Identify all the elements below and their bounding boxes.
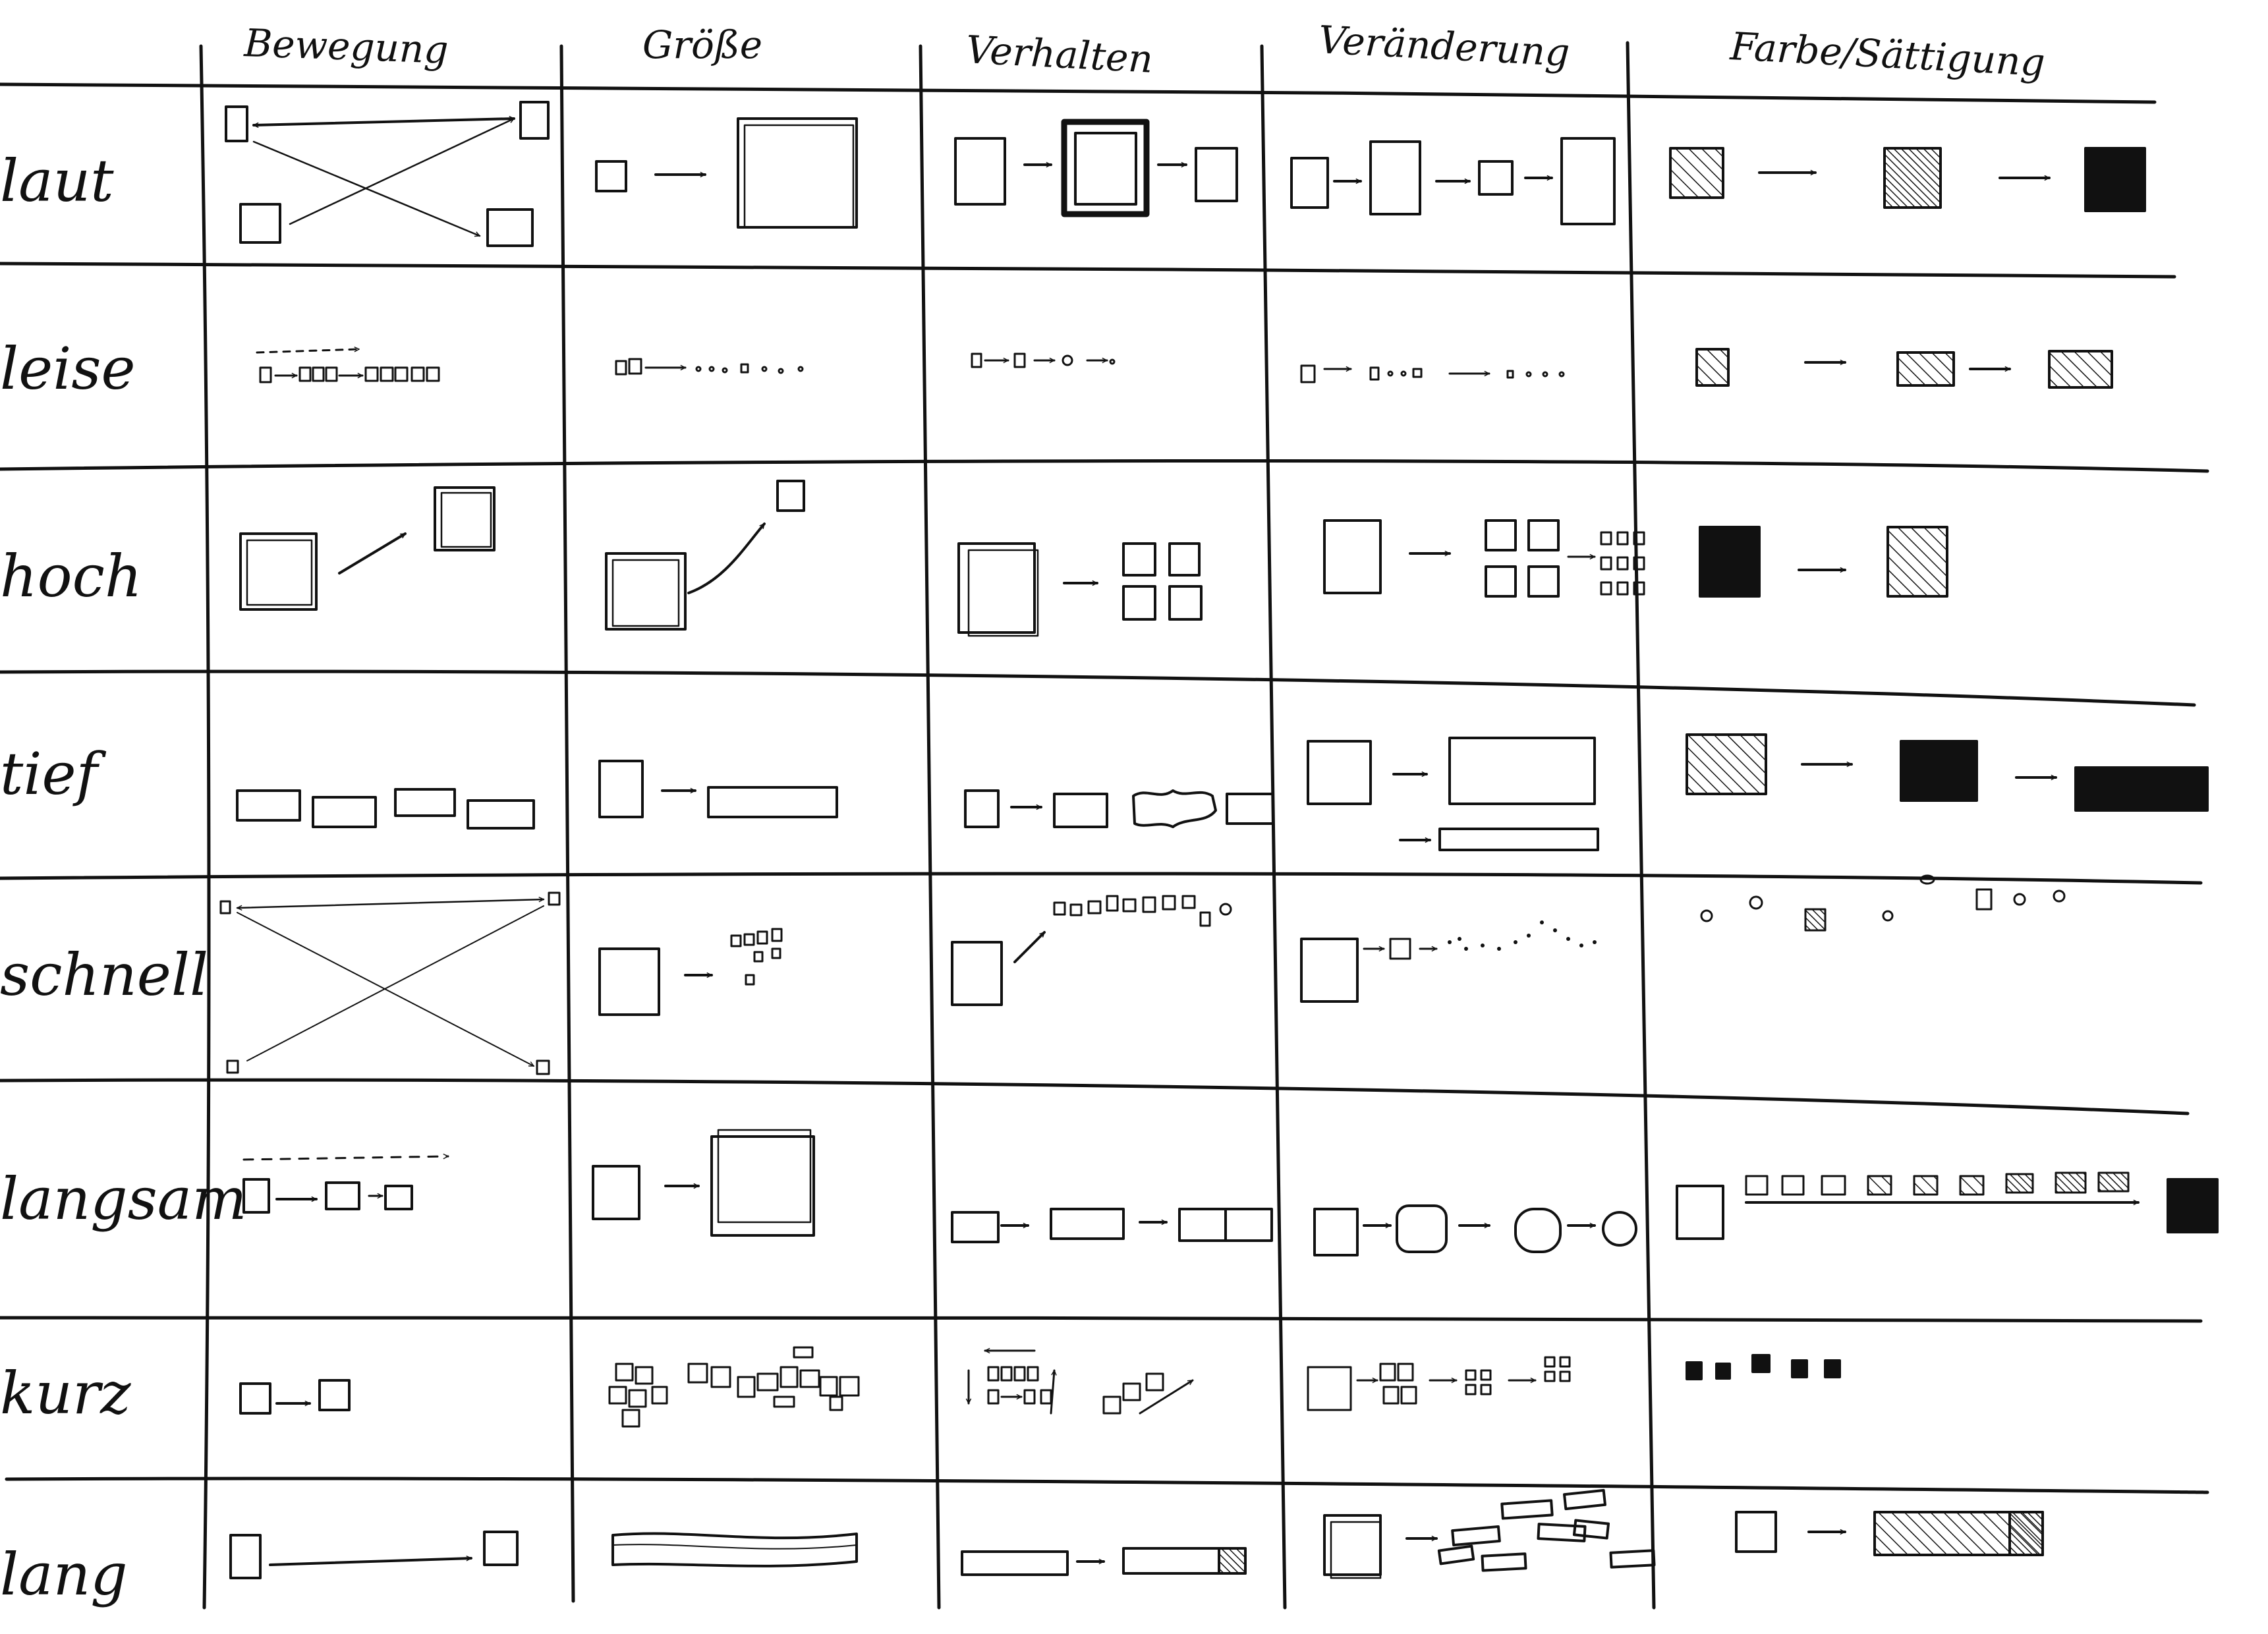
cell-hoch-verhalten: [957, 542, 1203, 637]
cell-leise-bewegung: [256, 349, 440, 383]
cell-langsam-farbe: [1676, 1171, 2219, 1240]
column-header-bewegung: Bewegung: [243, 20, 449, 72]
column-header-farbe-saettigung: Farbe/Sättigung: [1728, 24, 2046, 85]
cell-hoch-bewegung: [239, 486, 496, 611]
cell-laut-verhalten: [954, 119, 1238, 217]
cell-tief-bewegung: [236, 788, 535, 830]
cell-leise-groesse: [615, 358, 804, 376]
cell-hoch-groesse: [605, 480, 805, 631]
grid-line-v5: [1626, 41, 1656, 1610]
cell-tief-verhalten: [964, 789, 1274, 828]
cell-laut-veraenderung: [1290, 137, 1616, 225]
cell-lang-farbe: [1735, 1511, 2044, 1556]
cell-leise-verhalten: [971, 352, 1116, 368]
grid-line-h5: [0, 872, 2203, 885]
cell-kurz-bewegung: [239, 1379, 351, 1415]
cell-kurz-groesse: [608, 1346, 860, 1428]
cell-schnell-verhalten: [951, 895, 1232, 1006]
cell-laut-bewegung: [225, 101, 550, 247]
cell-langsam-verhalten: [951, 1208, 1273, 1243]
grid-line-h2: [0, 262, 2176, 279]
cell-schnell-groesse: [598, 928, 783, 1016]
grid-line-v3: [919, 44, 941, 1610]
cell-kurz-farbe: [1686, 1354, 1841, 1380]
cell-laut-farbe: [1669, 147, 2146, 212]
column-header-veraenderung: Veränderung: [1317, 17, 1571, 75]
cell-leise-veraenderung: [1300, 364, 1565, 383]
grid-line-h8: [5, 1477, 2209, 1494]
cell-hoch-farbe: [1699, 526, 1948, 598]
grid-line-h1: [0, 82, 2157, 104]
row-header-kurz: kurz: [0, 1359, 131, 1427]
table-grid: [0, 41, 2209, 1610]
grid-line-h6: [0, 1078, 2190, 1115]
grid-line-v1: [199, 44, 211, 1610]
row-header-langsam: langsam: [0, 1165, 247, 1233]
cell-tief-veraenderung: [1307, 737, 1599, 851]
cell-schnell-farbe: [1700, 874, 2066, 932]
cell-laut-groesse: [595, 117, 858, 229]
cell-langsam-groesse: [592, 1129, 815, 1237]
row-header-leise: leise: [0, 335, 136, 403]
cell-lang-groesse: [611, 1532, 858, 1567]
grid-line-v2: [559, 44, 575, 1603]
column-header-verhalten: Verhalten: [965, 27, 1154, 82]
grid-line-h3: [0, 459, 2209, 473]
grid-line-h7: [0, 1315, 2203, 1323]
row-headers: laut leise hoch tief schnell langsam kur…: [0, 147, 247, 1608]
cell-langsam-bewegung: [242, 1156, 449, 1214]
cell-leise-farbe: [1695, 348, 2113, 389]
cell-kurz-verhalten: [969, 1351, 1194, 1415]
cell-schnell-bewegung: [219, 891, 561, 1075]
column-header-groesse: Größe: [642, 22, 762, 67]
cell-tief-groesse: [598, 760, 838, 818]
cell-hoch-veraenderung: [1323, 519, 1645, 598]
row-header-schnell: schnell: [0, 941, 208, 1009]
cell-lang-bewegung: [229, 1531, 519, 1579]
row-header-tief: tief: [0, 740, 107, 808]
cell-schnell-veraenderung: [1300, 920, 1597, 1003]
cell-lang-veraenderung: [1323, 1488, 1656, 1579]
column-headers: Bewegung Größe Verhalten Veränderung Far…: [243, 17, 2047, 85]
cell-lang-verhalten: [961, 1547, 1247, 1576]
cell-tief-farbe: [1686, 733, 2209, 812]
grid-line-h4: [0, 669, 2196, 707]
row-header-lang: lang: [0, 1540, 128, 1608]
cell-kurz-veraenderung: [1307, 1356, 1571, 1411]
row-header-hoch: hoch: [0, 542, 142, 610]
cell-langsam-veraenderung: [1313, 1204, 1637, 1256]
grid-line-v4: [1260, 44, 1287, 1610]
row-header-laut: laut: [0, 147, 114, 215]
sketches: [219, 101, 2219, 1579]
